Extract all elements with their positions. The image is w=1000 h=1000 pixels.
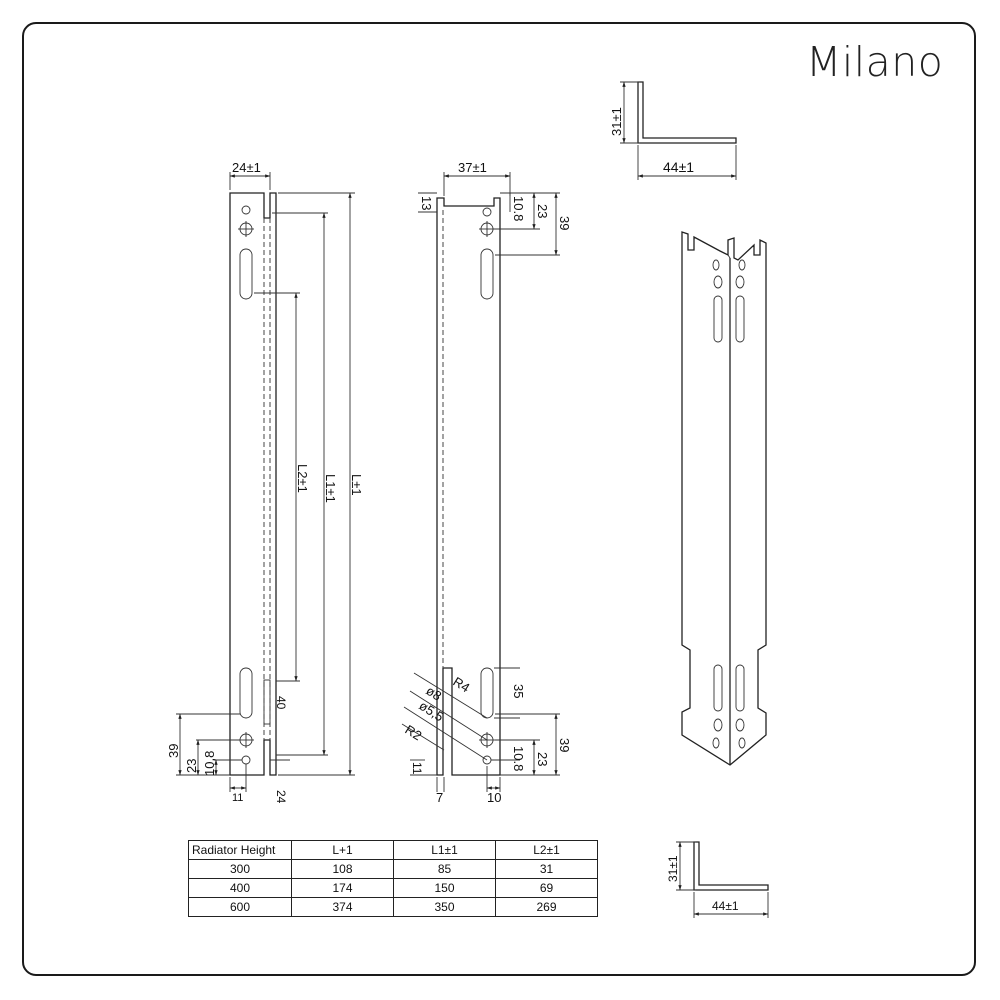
table-row: 300 108 85 31 [188, 859, 598, 879]
profile-bottom-width: 44±1 [712, 899, 739, 913]
bottom-10-8: 10.8 [511, 746, 526, 771]
top-10-8: 10.8 [511, 196, 526, 221]
side-view: 37±1 13 10.8 23 39 35 R4 ø8 ø5,5 R2 [401, 160, 572, 805]
dim-23: 23 [184, 759, 199, 773]
table-row: 400 174 150 69 [188, 878, 598, 898]
isometric-view [681, 231, 767, 766]
table-cell: 150 [393, 878, 496, 898]
front-width-dim: 24±1 [232, 160, 261, 175]
label-d8: ø8 [423, 683, 444, 704]
side-width-dim: 37±1 [458, 160, 487, 175]
table-cell: 174 [291, 878, 394, 898]
table-header: L+1 [291, 840, 394, 860]
table-cell: 85 [393, 859, 496, 879]
table-cell: 108 [291, 859, 394, 879]
table-cell: 31 [495, 859, 598, 879]
top-23: 23 [535, 204, 550, 218]
bottom-39: 39 [557, 738, 572, 752]
table-cell: 400 [188, 878, 292, 898]
label-d5-5: ø5,5 [416, 698, 446, 725]
bottom-10: 10 [487, 790, 501, 805]
dim-L1: L1±1 [323, 474, 338, 503]
profile-top-width: 44±1 [663, 159, 694, 175]
table-row: 600 374 350 269 [188, 897, 598, 917]
table-cell: 69 [495, 878, 598, 898]
profile-top-height: 31±1 [609, 107, 624, 136]
dim-11: 11 [232, 792, 243, 804]
label-R4: R4 [450, 674, 472, 696]
profile-top: 31±1 44±1 [609, 81, 737, 180]
profile-bottom-height: 31±1 [666, 855, 680, 882]
dim-39: 39 [166, 744, 181, 758]
front-view: 24±1 L±1 L1±1 L2±1 40 39 23 10,8 11 [166, 160, 364, 804]
dim-40: 40 [274, 696, 288, 710]
table-header: L2±1 [495, 840, 598, 860]
table-header: L1±1 [393, 840, 496, 860]
brand-logo: Milano [806, 38, 944, 86]
dim-35: 35 [511, 684, 526, 698]
table-cell: 600 [188, 897, 292, 917]
dim-13: 13 [419, 196, 434, 210]
drawing-frame [22, 22, 976, 976]
table-header-row: Radiator Height L+1 L1±1 L2±1 [188, 840, 598, 860]
dim-24: 24 [274, 790, 288, 804]
profile-bottom: 31±1 44±1 [666, 841, 769, 918]
table-cell: 350 [393, 897, 496, 917]
bottom-23: 23 [535, 752, 550, 766]
table-cell: 374 [291, 897, 394, 917]
dim-L2: L2±1 [295, 464, 310, 493]
dim-10-8: 10,8 [202, 751, 217, 776]
dimensions-table: Radiator Height L+1 L1±1 L2±1 300 108 85… [188, 840, 598, 917]
bottom-7: 7 [436, 790, 443, 805]
table-cell: 269 [495, 897, 598, 917]
table-header: Radiator Height [188, 840, 292, 860]
label-R2: R2 [402, 722, 424, 744]
dim-L: L±1 [349, 474, 364, 496]
table-cell: 300 [188, 859, 292, 879]
top-39: 39 [557, 216, 572, 230]
bottom-11: 11 [410, 762, 424, 775]
